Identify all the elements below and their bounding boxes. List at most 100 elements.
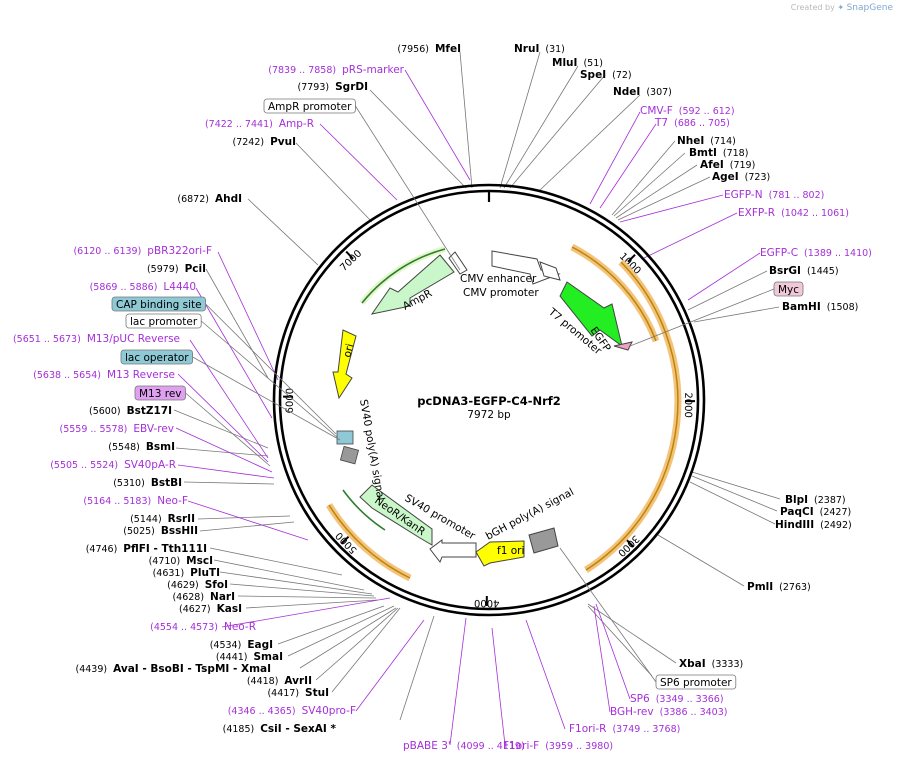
enzyme-position: (4418) bbox=[247, 676, 279, 687]
enzyme-site-bstbi: BstBI(5310) bbox=[113, 477, 182, 489]
enzyme-site-agei: AgeI(723) bbox=[712, 171, 770, 183]
enzyme-site-pvui: PvuI(7242) bbox=[232, 136, 296, 148]
label-box bbox=[111, 296, 206, 312]
primer-name: BGH-rev bbox=[610, 706, 654, 718]
enzyme-site-ahdi: AhdI(6872) bbox=[177, 193, 242, 205]
enzyme-site-bsrgi: BsrGI(1445) bbox=[769, 265, 839, 277]
label-text: SP6 promoter bbox=[660, 677, 732, 689]
enzyme-name: MfeI bbox=[435, 43, 461, 55]
enzyme-name: BmtI bbox=[689, 147, 717, 159]
label-leader-line bbox=[185, 392, 271, 467]
primer-site-sv40pro-f: SV40pro-F(4346 .. 4365) bbox=[228, 705, 356, 717]
enzyme-site-avai-bsobi-tspmi-xmai: AvaI - BsoBI - TspMI - XmaI(4439) bbox=[76, 663, 271, 675]
enzyme-name: SfoI bbox=[205, 579, 228, 591]
primer-site-neo-r: Neo-R (4554 .. 4573) bbox=[150, 621, 256, 633]
egfp-arrow bbox=[559, 281, 623, 348]
primer-name: L4440 bbox=[163, 281, 196, 293]
primer-leader-lines bbox=[175, 69, 761, 746]
enzyme-name: BlpI bbox=[785, 494, 808, 506]
enzyme-position: (4534) bbox=[210, 640, 242, 651]
enzyme-name: PaqCI bbox=[780, 506, 814, 518]
enzyme-name: BssHII bbox=[161, 525, 198, 537]
enzyme-name: NdeI bbox=[613, 86, 640, 98]
enzyme-site-eagi: EagI(4534) bbox=[210, 639, 273, 651]
primer-name: T7 bbox=[654, 117, 668, 129]
enzyme-name: BsmI bbox=[146, 441, 175, 453]
label-box bbox=[655, 674, 737, 690]
sv40-polya-box bbox=[339, 445, 360, 465]
primer-position: (4099 .. 4119) bbox=[457, 741, 525, 752]
primer-site-egfp-n: EGFP-N(781 .. 802) bbox=[724, 189, 824, 201]
f1-ori-label: f1 ori bbox=[497, 545, 524, 557]
enzyme-name: BstBI bbox=[151, 477, 182, 489]
enzyme-name: BamHI bbox=[782, 301, 821, 313]
enzyme-position: (307) bbox=[646, 87, 672, 98]
neor-kanr-arrow bbox=[359, 484, 433, 546]
primer-site-sp6: SP6 (3349 .. 3366) bbox=[630, 693, 724, 705]
primer-position: (592 .. 612) bbox=[679, 106, 735, 117]
enzyme-name: NruI bbox=[514, 43, 539, 55]
enzyme-position: (31) bbox=[545, 44, 565, 55]
enzyme-name: SmaI bbox=[254, 651, 284, 663]
myc-tag-mark bbox=[613, 341, 633, 351]
orf-arrow-3 bbox=[328, 504, 411, 579]
enzyme-position: (718) bbox=[723, 148, 749, 159]
enzyme-site-nrui: NruI (31) bbox=[514, 43, 565, 55]
enzyme-position: (4631) bbox=[153, 568, 185, 579]
enzyme-site-hindiii: HindIII(2492) bbox=[775, 519, 852, 531]
enzyme-name: XbaI bbox=[679, 658, 706, 670]
primer-position: (3959 .. 3980) bbox=[545, 741, 613, 752]
enzyme-site-mlui: MluI(51) bbox=[552, 57, 603, 69]
enzyme-labels: MfeI(7956) NruI (31) MluI(51)SpeI (72) SgrDI(… bbox=[76, 43, 859, 735]
enzyme-name: HindIII bbox=[775, 519, 814, 531]
enzyme-position: (2387) bbox=[814, 495, 846, 506]
primer-site-sv40pa-r: SV40pA-R (5505 .. 5524) bbox=[50, 459, 176, 471]
enzyme-site-sgrdi: SgrDI(7793) bbox=[298, 81, 368, 93]
label-leader-line bbox=[355, 105, 461, 271]
bgh-polya-label: bGH poly(A) signal bbox=[484, 486, 576, 543]
bgh-polya-box bbox=[528, 527, 559, 554]
primer-position: (4554 .. 4573) bbox=[150, 622, 218, 633]
primer-position: (1042 .. 1061) bbox=[781, 208, 849, 219]
primer-position: (7422 .. 7441) bbox=[205, 119, 273, 130]
primer-name: SP6 bbox=[630, 693, 650, 705]
enzyme-site-pmli: PmlI(2763) bbox=[747, 581, 811, 593]
primer-position: (5505 .. 5524) bbox=[50, 460, 118, 471]
enzyme-position: (7793) bbox=[298, 82, 330, 93]
enzyme-site-csii-sexai: CsiI - SexAI *(4185) bbox=[223, 723, 337, 735]
enzyme-name: RsrII bbox=[168, 513, 195, 525]
enzyme-position: (1445) bbox=[807, 266, 839, 277]
cmv-enhancer-arrow bbox=[491, 250, 561, 285]
enzyme-position: (4185) bbox=[223, 724, 255, 735]
enzyme-position: (4746) bbox=[86, 544, 118, 555]
primer-name: Neo-R bbox=[224, 621, 256, 633]
primer-position: (3349 .. 3366) bbox=[656, 694, 724, 705]
primer-site-prs-marker: pRS-marker(7839 .. 7858) bbox=[268, 64, 404, 76]
enzyme-name: PvuI bbox=[270, 136, 296, 148]
enzyme-site-msci: MscI(4710) bbox=[149, 555, 213, 567]
enzyme-position: (51) bbox=[583, 58, 603, 69]
enzyme-site-mfei: MfeI(7956) bbox=[397, 43, 461, 55]
neo-arrow-line bbox=[342, 489, 386, 531]
enzyme-name: NarI bbox=[210, 591, 235, 603]
primer-site-cmv-f: CMV-F(592 .. 612) bbox=[640, 105, 735, 117]
label-box bbox=[263, 98, 356, 114]
enzyme-site-paqci: PaqCI(2427) bbox=[780, 506, 851, 518]
enzyme-name: SpeI bbox=[580, 69, 606, 81]
enzyme-site-spei: SpeI (72) bbox=[580, 69, 632, 81]
primer-name: pBABE 3' bbox=[403, 740, 451, 752]
primer-position: (5651 .. 5673) bbox=[13, 334, 81, 345]
ampr-arrow bbox=[370, 254, 455, 315]
primer-name: SV40pA-R bbox=[124, 459, 176, 471]
ori-label: ori bbox=[341, 342, 356, 358]
label-text: M13 rev bbox=[139, 388, 182, 400]
label-box bbox=[134, 385, 186, 401]
ori-arrow bbox=[332, 329, 357, 400]
tick-label-6000: 6000 bbox=[285, 388, 296, 414]
label-text: AmpR promoter bbox=[268, 101, 352, 113]
primer-name: F1ori-R bbox=[569, 723, 606, 735]
enzyme-position: (72) bbox=[612, 70, 632, 81]
primer-site-f1ori-r: F1ori-R(3749 .. 3768) bbox=[569, 723, 680, 735]
